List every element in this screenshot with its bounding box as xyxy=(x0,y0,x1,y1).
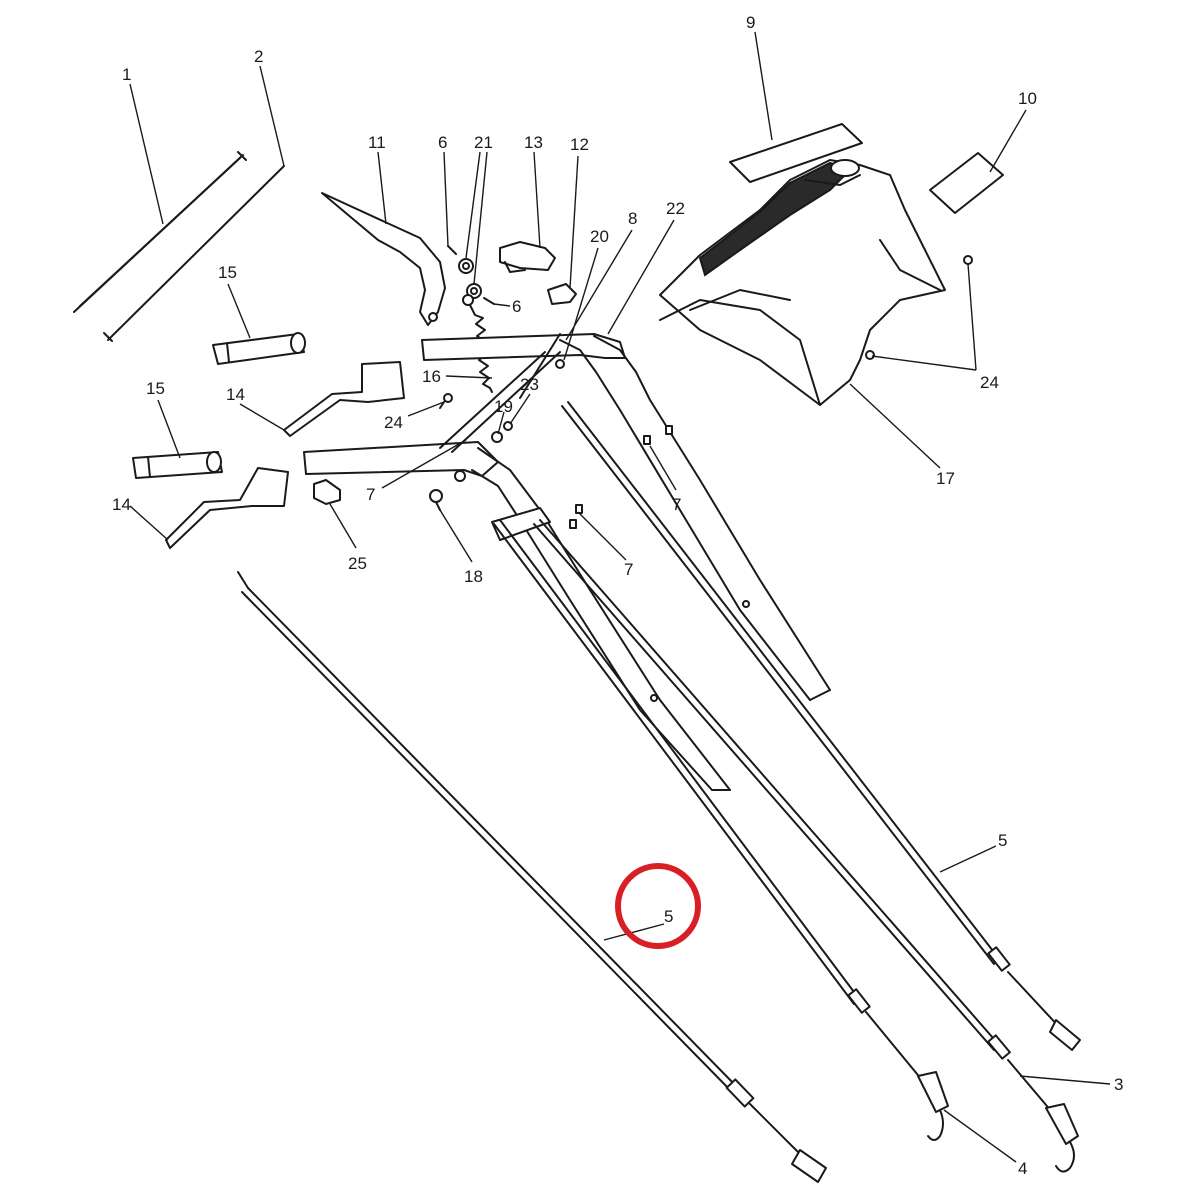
leader-lines xyxy=(129,31,1111,1163)
callout-6: 6 xyxy=(438,133,447,152)
bolt-part-24-a xyxy=(439,393,453,409)
callout-20: 20 xyxy=(590,227,609,246)
callout-25: 25 xyxy=(348,554,367,573)
callout-24-b: 24 xyxy=(980,373,999,392)
nut-part-25 xyxy=(313,479,341,505)
callout-5-b: 5 xyxy=(664,907,673,926)
callout-19: 19 xyxy=(494,397,513,416)
callout-18: 18 xyxy=(464,567,483,586)
nut-part-20 xyxy=(555,359,565,369)
cable-part-5-left xyxy=(237,571,827,1183)
pin-part-6 xyxy=(447,245,457,255)
bolt-part-24-b xyxy=(865,255,973,360)
callout-13: 13 xyxy=(524,133,543,152)
cable-part-3 xyxy=(533,519,1079,1173)
callout-10: 10 xyxy=(1018,89,1037,108)
cable-part-4 xyxy=(493,519,949,1141)
callout-7-b: 7 xyxy=(672,495,681,514)
clip-part-12 xyxy=(547,283,577,305)
decal-part-9 xyxy=(729,123,863,183)
callout-5-a: 5 xyxy=(998,831,1007,850)
callout-labels: 1 2 9 10 11 6 21 13 12 20 8 22 15 6 16 2… xyxy=(112,13,1123,1178)
callout-15-a: 15 xyxy=(218,263,237,282)
callout-7-a: 7 xyxy=(366,485,375,504)
knob-part-18 xyxy=(429,489,443,511)
callout-12: 12 xyxy=(570,135,589,154)
callout-2: 2 xyxy=(254,47,263,66)
callout-15-b: 15 xyxy=(146,379,165,398)
washer-part-19 xyxy=(491,431,503,443)
callout-1: 1 xyxy=(122,65,131,84)
highlight-ring xyxy=(615,863,701,949)
cable-part-5-right xyxy=(561,401,1081,1051)
grip-part-15-a xyxy=(212,332,306,365)
callout-8: 8 xyxy=(628,209,637,228)
callout-6-b: 6 xyxy=(512,297,521,316)
callout-16: 16 xyxy=(422,367,441,386)
callout-7-c: 7 xyxy=(624,560,633,579)
pin-part-6-b xyxy=(483,297,495,305)
callout-14-a: 14 xyxy=(226,385,245,404)
callout-9: 9 xyxy=(746,13,755,32)
bracket-part-14-b xyxy=(165,467,289,549)
grip-part-15-b xyxy=(132,451,223,479)
callout-3: 3 xyxy=(1114,1075,1123,1094)
callout-14-b: 14 xyxy=(112,495,131,514)
decal-part-10 xyxy=(929,152,1004,214)
lever-part-11 xyxy=(321,192,446,326)
washer-part-21-a xyxy=(458,258,474,274)
rod-part-1 xyxy=(73,151,247,313)
callout-23: 23 xyxy=(520,375,539,394)
callout-22: 22 xyxy=(666,199,685,218)
callout-24-a: 24 xyxy=(384,413,403,432)
callout-11: 11 xyxy=(368,133,386,152)
dash-panel-part-17 xyxy=(659,159,946,406)
callout-17: 17 xyxy=(936,469,955,488)
callout-21: 21 xyxy=(474,133,493,152)
callout-4: 4 xyxy=(1018,1159,1027,1178)
bracket-part-14-a xyxy=(283,361,405,437)
latch-part-13 xyxy=(499,241,556,273)
rod-part-2 xyxy=(103,165,285,342)
